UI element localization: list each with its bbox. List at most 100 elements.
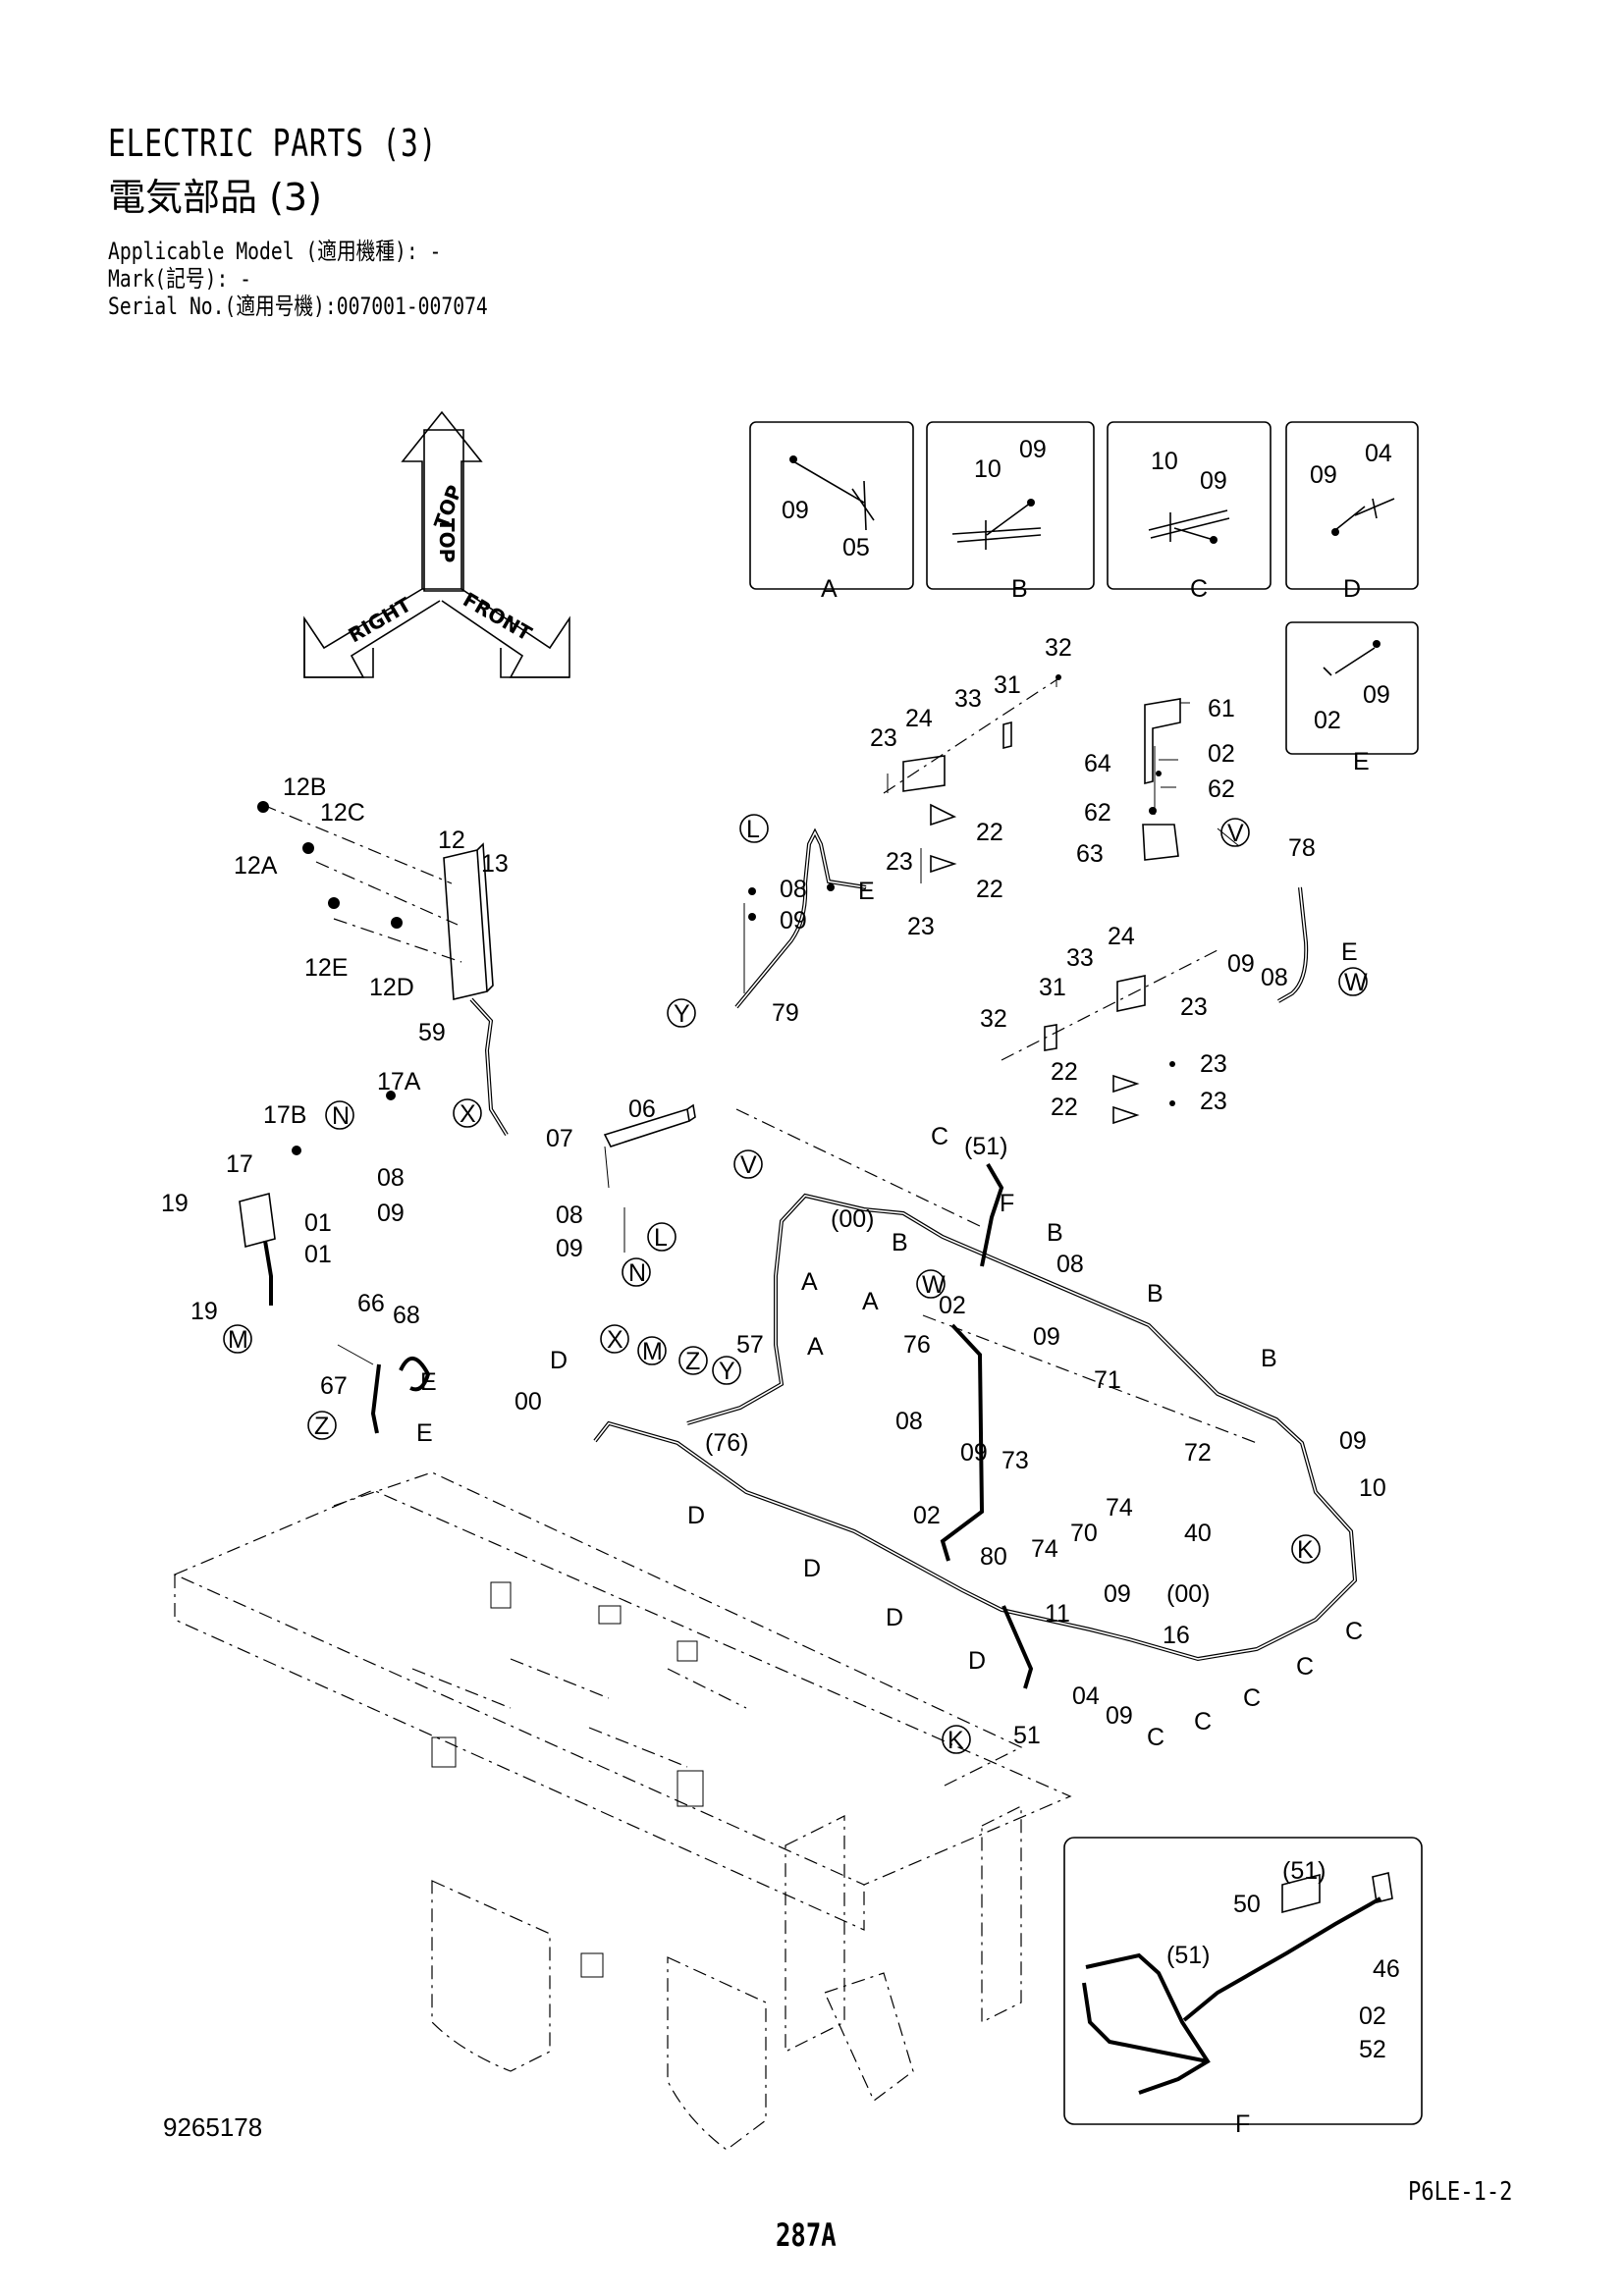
svg-text:78: 78 <box>1288 834 1316 862</box>
svg-text:66: 66 <box>357 1290 385 1317</box>
svg-text:X: X <box>460 1100 476 1128</box>
svg-text:10: 10 <box>1151 448 1178 475</box>
svg-text:09: 09 <box>1310 461 1337 489</box>
svg-text:12B: 12B <box>283 774 326 801</box>
main-harness-callouts: C (51) F (00) B B 08 B B A A 02 09 76 A … <box>514 1123 1386 1751</box>
circled-ref-W-2: W <box>916 1269 946 1299</box>
svg-text:17B: 17B <box>263 1101 306 1129</box>
svg-text:08: 08 <box>780 876 807 903</box>
bracket-06: 06 07 08 09 <box>546 1095 696 1262</box>
svg-text:00: 00 <box>514 1388 542 1415</box>
svg-text:51: 51 <box>1013 1722 1041 1749</box>
sheet-code: P6LE-1-2 <box>1408 2177 1513 2207</box>
svg-text:31: 31 <box>994 671 1021 699</box>
svg-text:A: A <box>807 1333 824 1361</box>
orientation-indicator: TOP TOP RIGHT FRONT <box>303 410 570 678</box>
svg-text:02: 02 <box>913 1502 941 1529</box>
svg-text:E: E <box>1353 748 1370 775</box>
document-id: 9265178 <box>163 2112 263 2142</box>
svg-text:K: K <box>947 1727 964 1754</box>
svg-text:12A: 12A <box>234 852 278 880</box>
svg-text:B: B <box>892 1229 908 1256</box>
svg-text:09: 09 <box>1104 1580 1131 1608</box>
svg-text:09: 09 <box>1106 1702 1133 1730</box>
svg-text:04: 04 <box>1072 1682 1100 1710</box>
orientation-front: FRONT <box>460 588 537 646</box>
svg-text:01: 01 <box>304 1241 332 1268</box>
svg-text:B: B <box>1011 575 1028 603</box>
circled-ref-N-2: N <box>622 1257 651 1287</box>
svg-text:46: 46 <box>1373 1955 1400 1983</box>
circled-ref-X: X <box>453 1098 482 1128</box>
svg-text:(51): (51) <box>1166 1942 1210 1969</box>
svg-text:68: 68 <box>393 1302 420 1329</box>
svg-text:01: 01 <box>304 1209 332 1237</box>
circled-ref-Z: Z <box>678 1346 708 1375</box>
svg-text:09: 09 <box>1033 1323 1060 1351</box>
svg-text:76: 76 <box>903 1331 931 1359</box>
circled-ref-X-2: X <box>600 1324 629 1354</box>
svg-text:L: L <box>746 816 760 843</box>
circled-ref-N: N <box>325 1100 354 1130</box>
svg-text:22: 22 <box>1051 1058 1078 1086</box>
svg-text:X: X <box>607 1326 623 1354</box>
svg-text:A: A <box>801 1268 818 1296</box>
svg-text:79: 79 <box>772 999 799 1027</box>
bracket-assembly-upper: 32 24 33 31 23 22 23 22 23 <box>870 634 1072 940</box>
circled-ref-V: V <box>1220 818 1250 847</box>
svg-text:63: 63 <box>1076 840 1104 868</box>
svg-text:B: B <box>1047 1219 1063 1247</box>
svg-text:02: 02 <box>939 1292 966 1319</box>
svg-text:E: E <box>416 1419 433 1447</box>
svg-text:61: 61 <box>1208 695 1235 722</box>
svg-text:57: 57 <box>736 1331 764 1359</box>
svg-text:D: D <box>1343 575 1361 603</box>
svg-text:40: 40 <box>1184 1520 1212 1547</box>
svg-text:09: 09 <box>780 907 807 934</box>
bracket-assembly-61-64: 61 64 02 62 62 63 <box>1076 695 1240 868</box>
svg-text:19: 19 <box>161 1190 189 1217</box>
svg-text:24: 24 <box>905 705 933 732</box>
svg-text:02: 02 <box>1359 2002 1386 2030</box>
svg-text:08: 08 <box>1261 964 1288 991</box>
svg-text:(51): (51) <box>964 1133 1007 1160</box>
svg-text:23: 23 <box>907 913 935 940</box>
svg-text:Y: Y <box>674 1000 690 1028</box>
svg-text:04: 04 <box>1365 440 1392 467</box>
svg-text:23: 23 <box>1200 1088 1227 1115</box>
svg-text:12D: 12D <box>369 974 414 1001</box>
svg-text:09: 09 <box>1019 436 1047 463</box>
svg-text:E: E <box>858 878 875 905</box>
svg-text:08: 08 <box>895 1408 923 1435</box>
page-title-japanese: 電気部品 (3) <box>108 176 322 219</box>
lamp-assembly-66: 66 68 67 E E <box>320 1290 437 1447</box>
svg-text:52: 52 <box>1359 2036 1386 2063</box>
circled-ref-L: L <box>739 814 769 843</box>
svg-text:D: D <box>687 1502 705 1529</box>
svg-text:D: D <box>803 1555 821 1582</box>
svg-text:F: F <box>1235 2110 1250 2138</box>
svg-text:09: 09 <box>556 1235 583 1262</box>
svg-text:05: 05 <box>842 534 870 561</box>
svg-text:Z: Z <box>314 1413 329 1440</box>
svg-text:10: 10 <box>974 455 1001 483</box>
detail-view-B: 10 09 B <box>926 421 1095 603</box>
harness-79: 08 09 E 79 <box>734 828 875 1027</box>
svg-text:F: F <box>1000 1190 1014 1217</box>
main-harness <box>593 1108 1358 1689</box>
svg-text:C: C <box>1194 1708 1212 1735</box>
svg-text:02: 02 <box>1314 707 1341 734</box>
svg-text:12: 12 <box>438 827 465 854</box>
svg-text:C: C <box>1190 575 1208 603</box>
svg-text:80: 80 <box>980 1543 1007 1571</box>
svg-text:C: C <box>1345 1618 1363 1645</box>
svg-text:62: 62 <box>1208 775 1235 803</box>
page-number: 287A <box>776 2216 837 2254</box>
svg-text:23: 23 <box>886 848 913 876</box>
svg-text:11: 11 <box>1045 1600 1070 1628</box>
svg-text:09: 09 <box>1363 681 1390 709</box>
svg-text:19: 19 <box>190 1298 218 1325</box>
svg-text:17A: 17A <box>377 1068 421 1095</box>
svg-text:67: 67 <box>320 1372 348 1400</box>
bracket-assembly-right: 78 E 24 33 31 32 23 09 08 22 23 22 23 <box>980 834 1358 1125</box>
